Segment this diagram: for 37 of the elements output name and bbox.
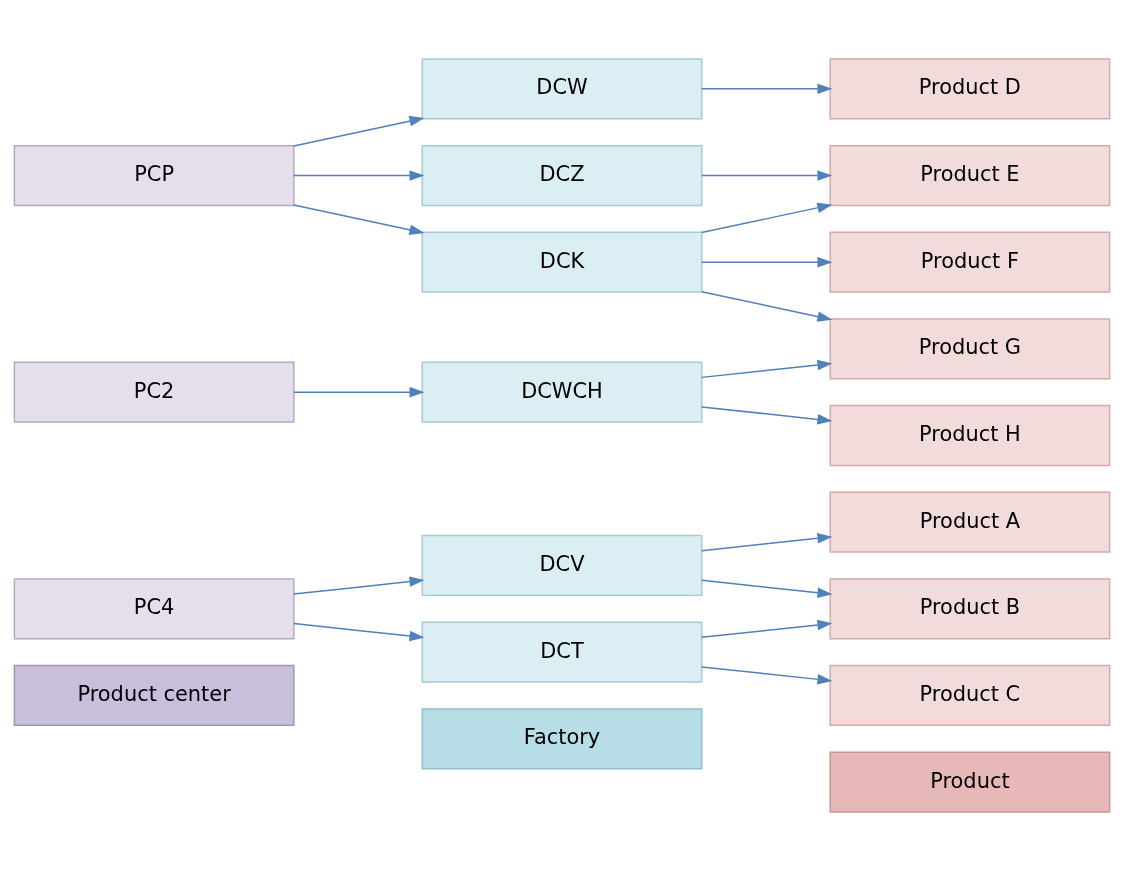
node-box: Factory: [421, 708, 703, 770]
arrow: [293, 204, 425, 236]
node-box: Product H: [829, 404, 1111, 467]
node-box: Product F: [829, 231, 1111, 293]
node-box: Product D: [829, 58, 1111, 120]
arrow: [293, 386, 425, 398]
arrow: [293, 116, 425, 147]
node-box: DCWCH: [421, 361, 703, 423]
node-box: Product center: [13, 664, 295, 727]
node-box: Product B: [829, 578, 1111, 640]
arrow: [293, 170, 425, 181]
arrow: [700, 202, 833, 234]
node-box: PC2: [13, 361, 295, 423]
node-box: PC4: [13, 578, 295, 640]
node-box: Product A: [829, 491, 1111, 553]
arrow: [700, 83, 833, 95]
arrow: [293, 622, 425, 642]
node-box: Product G: [829, 318, 1111, 380]
node-box: DCT: [421, 621, 703, 683]
arrow: [700, 619, 833, 639]
arrow: [293, 576, 425, 595]
arrow: [700, 666, 833, 685]
node-box: DCZ: [421, 144, 703, 207]
arrow: [700, 406, 833, 425]
node-box: Product C: [829, 664, 1111, 727]
node-box: Product E: [829, 144, 1111, 207]
node-box: DCK: [421, 231, 703, 293]
arrow: [700, 359, 833, 379]
node-box: Product: [829, 751, 1111, 813]
node-box: DCV: [421, 534, 703, 597]
arrow: [700, 170, 833, 181]
arrow: [700, 579, 833, 598]
arrow: [700, 291, 833, 322]
node-box: DCW: [421, 58, 703, 120]
arrow: [700, 533, 833, 552]
node-box: PCP: [13, 144, 295, 207]
arrow: [700, 256, 833, 268]
